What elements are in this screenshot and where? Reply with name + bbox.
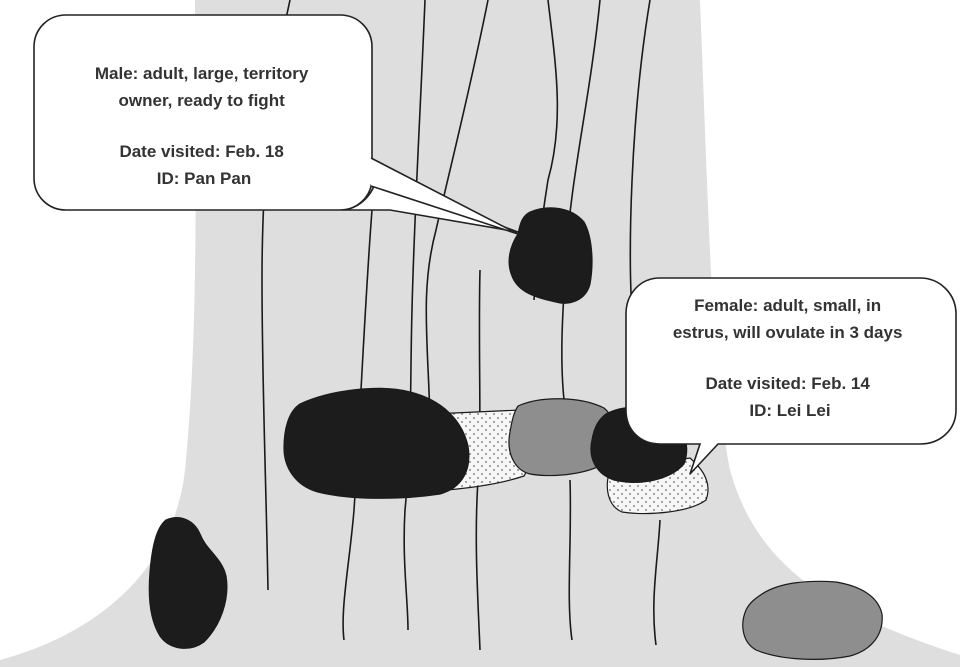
female-bubble-line-1: Female: adult, small, in: [694, 296, 881, 315]
male-scent-mark-upper: [509, 208, 592, 303]
female-bubble-line-4: Date visited: Feb. 14: [705, 374, 870, 393]
male-bubble-line-4: Date visited: Feb. 18: [119, 142, 283, 161]
gray-mark-bottom: [743, 581, 882, 659]
female-bubble-line-5: ID: Lei Lei: [749, 401, 830, 420]
male-bubble-line-1: Male: adult, large, territory: [95, 64, 309, 83]
male-bubble-line-5: ID: Pan Pan: [157, 169, 251, 188]
male-bubble-line-2: owner, ready to fight: [119, 91, 286, 110]
female-speech-bubble: Female: adult, small, in estrus, will ov…: [626, 278, 956, 474]
female-bubble-line-2: estrus, will ovulate in 3 days: [673, 323, 903, 342]
